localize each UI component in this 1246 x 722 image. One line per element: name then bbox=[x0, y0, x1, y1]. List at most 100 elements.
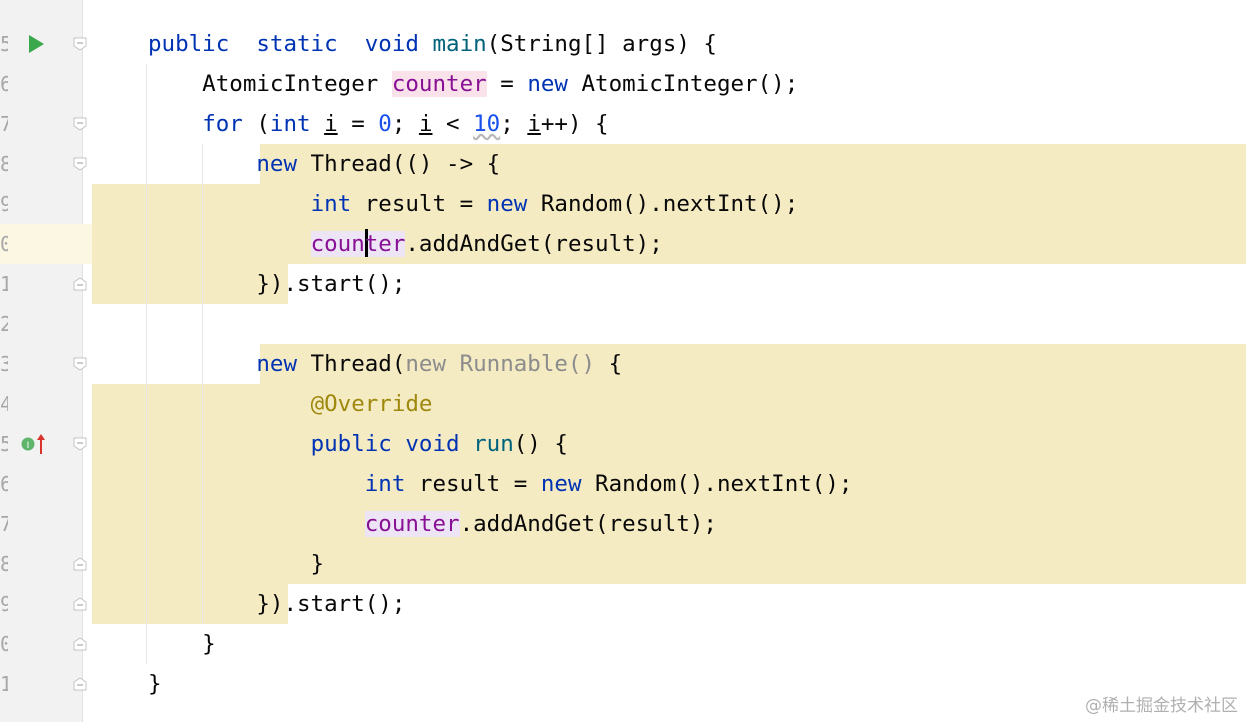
code-token: void bbox=[405, 431, 460, 457]
code-token: result = bbox=[351, 191, 487, 217]
code-token: < bbox=[432, 111, 474, 137]
implements-method-icon[interactable]: I bbox=[20, 432, 50, 456]
code-token bbox=[148, 471, 365, 497]
line-number: 7 bbox=[0, 112, 8, 136]
line-number: 3 bbox=[0, 352, 8, 376]
code-line: } bbox=[148, 664, 852, 704]
code-token bbox=[148, 231, 311, 257]
code-line: for (int i = 0; i < 10; i++) { bbox=[148, 104, 852, 144]
line-number: 2 bbox=[0, 312, 8, 336]
code-token: () { bbox=[513, 431, 568, 457]
code-token bbox=[148, 111, 202, 137]
code-line: public static void main(String[] args) { bbox=[148, 24, 852, 64]
code-token: = bbox=[337, 111, 379, 137]
code-token: @Override bbox=[310, 391, 433, 417]
code-line: new Thread(new Runnable() { bbox=[148, 344, 852, 384]
code-token: ( bbox=[242, 111, 270, 137]
code-token: { bbox=[595, 351, 623, 377]
code-token bbox=[229, 31, 256, 57]
indent-guide bbox=[202, 144, 203, 624]
code-line: @Override bbox=[148, 384, 852, 424]
code-token bbox=[148, 151, 256, 177]
code-token: run bbox=[473, 431, 514, 457]
code-line: counter.addAndGet(result); bbox=[148, 504, 852, 544]
fold-collapse-icon[interactable] bbox=[72, 36, 88, 52]
code-token: static bbox=[256, 31, 338, 57]
code-token: i bbox=[324, 111, 338, 137]
code-token: AtomicInteger bbox=[148, 71, 392, 97]
code-token: 10 bbox=[473, 111, 501, 137]
code-token: AtomicInteger(); bbox=[567, 71, 799, 97]
code-token: }).start(); bbox=[148, 271, 406, 297]
code-token: new bbox=[540, 471, 582, 497]
svg-text:I: I bbox=[27, 441, 30, 451]
line-number: 0 bbox=[0, 632, 8, 656]
code-token: .addAndGet(result); bbox=[459, 511, 717, 537]
code-token: i bbox=[418, 111, 433, 137]
code-token: } bbox=[148, 671, 162, 697]
code-token: new bbox=[527, 71, 568, 97]
line-number: 5 bbox=[0, 432, 8, 456]
line-number: 7 bbox=[0, 512, 8, 536]
caret-row-highlight bbox=[0, 224, 92, 264]
anon-class-highlight-body bbox=[92, 384, 1246, 584]
line-number: 0 bbox=[0, 232, 8, 256]
code-token bbox=[148, 511, 365, 537]
code-token bbox=[338, 31, 365, 57]
code-line: new Thread(() -> { bbox=[148, 144, 852, 184]
code-token: ; bbox=[391, 111, 419, 137]
code-token bbox=[392, 431, 406, 457]
code-token: public bbox=[310, 431, 392, 457]
code-token bbox=[148, 431, 311, 457]
fold-collapse-icon[interactable] bbox=[72, 436, 88, 452]
code-token: Thread( bbox=[297, 351, 406, 377]
fold-end-icon[interactable] bbox=[72, 636, 88, 652]
code-line: }).start(); bbox=[148, 264, 852, 304]
code-token: counter bbox=[310, 229, 406, 257]
code-editor[interactable]: public static void main(String[] args) {… bbox=[148, 24, 852, 704]
code-token: }).start(); bbox=[148, 591, 406, 617]
code-token: counter bbox=[391, 71, 487, 97]
lambda-highlight-top bbox=[260, 144, 1246, 184]
line-number: 9 bbox=[0, 592, 8, 616]
code-line: AtomicInteger counter = new AtomicIntege… bbox=[148, 64, 852, 104]
code-line: public void run() { bbox=[148, 424, 852, 464]
fold-end-icon[interactable] bbox=[72, 276, 88, 292]
code-token: counter bbox=[364, 511, 460, 537]
fold-collapse-icon[interactable] bbox=[72, 156, 88, 172]
code-token: ++) { bbox=[540, 111, 609, 137]
fold-end-icon[interactable] bbox=[72, 676, 88, 692]
code-token: new bbox=[256, 351, 298, 377]
line-number: 5 bbox=[0, 32, 8, 56]
line-number: 1 bbox=[0, 272, 8, 296]
code-token: void bbox=[364, 31, 419, 57]
fold-collapse-icon[interactable] bbox=[72, 356, 88, 372]
line-number: 1 bbox=[0, 672, 8, 696]
fold-end-icon[interactable] bbox=[72, 596, 88, 612]
code-token: Random().nextInt(); bbox=[581, 471, 853, 497]
code-token: new bbox=[256, 151, 298, 177]
line-number: 6 bbox=[0, 72, 8, 96]
fold-end-icon[interactable] bbox=[72, 556, 88, 572]
code-token: Random().nextInt(); bbox=[527, 191, 799, 217]
code-token: int bbox=[269, 111, 311, 137]
code-token: Thread(() -> { bbox=[297, 151, 501, 177]
code-token: i bbox=[527, 111, 541, 137]
line-number: 8 bbox=[0, 152, 8, 176]
code-token: public bbox=[148, 31, 230, 57]
line-number: 9 bbox=[0, 192, 8, 216]
lambda-highlight-body bbox=[92, 184, 1246, 264]
watermark: @稀土掘金技术社区 bbox=[1085, 696, 1238, 716]
fold-collapse-icon[interactable] bbox=[72, 116, 88, 132]
code-token bbox=[460, 431, 474, 457]
anon-class-highlight-end bbox=[92, 584, 288, 624]
code-token: } bbox=[148, 551, 325, 577]
code-token: = bbox=[486, 71, 528, 97]
code-token: int bbox=[310, 191, 352, 217]
line-number: 6 bbox=[0, 472, 8, 496]
text-cursor bbox=[364, 229, 368, 257]
code-token: new Runnable() bbox=[405, 351, 596, 377]
code-token bbox=[148, 351, 256, 377]
code-token: for bbox=[202, 111, 243, 137]
run-icon[interactable] bbox=[27, 34, 45, 54]
